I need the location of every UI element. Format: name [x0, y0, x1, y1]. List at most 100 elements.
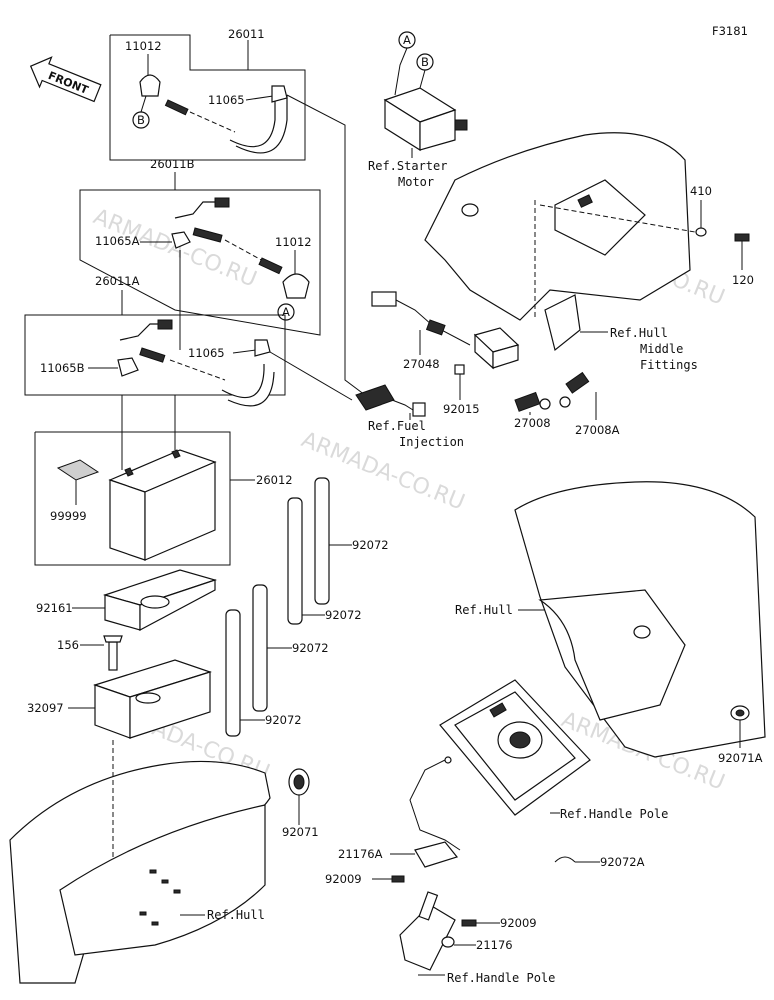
grommet-92071A-hole — [735, 709, 745, 717]
leader-b-2 — [419, 69, 426, 89]
figure-code: F3181 — [712, 24, 748, 38]
hull-bottom-left-group: 92071 Ref.Hull — [9, 740, 319, 984]
battery-front — [144, 461, 216, 561]
cable-26011B-end — [192, 227, 223, 243]
callout-a-1: A — [282, 305, 290, 319]
hull-middle-latch — [577, 194, 593, 208]
callout-a-2: A — [403, 33, 411, 47]
cable-26011B-end-2 — [258, 257, 283, 275]
group-box-26011A — [24, 290, 286, 396]
handle-pole-boss-hole — [509, 731, 531, 749]
label-32097: 32097 — [27, 701, 64, 715]
ref-hull-mid-line2: Middle — [640, 342, 683, 356]
hull-slot-2 — [161, 879, 169, 884]
connector-26011B — [214, 197, 230, 208]
leader-11065 — [245, 95, 274, 101]
tray-plate-92161-front — [139, 579, 216, 631]
hull-middle-fittings-group: Ref.Hull Middle Fittings 410 120 — [424, 132, 754, 372]
grommet-92071-hole — [293, 774, 305, 790]
connector-26011A — [157, 319, 173, 330]
key-27008 — [514, 391, 541, 412]
label-26011A: 26011A — [95, 274, 140, 288]
label-11065: 11065 — [208, 93, 245, 107]
cable-end-top — [164, 99, 189, 116]
clip-92015 — [454, 364, 465, 375]
label-92071A: 92071A — [718, 751, 763, 765]
label-92009-b: 92009 — [500, 916, 537, 930]
ref-starter-line2: Motor — [398, 175, 434, 189]
label-11012-top: 11012 — [125, 39, 162, 53]
bolt-156 — [108, 641, 118, 671]
cable-26011B-lead — [174, 201, 218, 219]
label-410: 410 — [690, 184, 712, 198]
harness-27048-wire — [395, 299, 471, 346]
label-26011: 26011 — [228, 27, 265, 41]
hull-right-inner — [538, 589, 686, 721]
label-27008: 27008 — [514, 416, 551, 430]
clip-92072A — [554, 856, 576, 863]
label-156: 156 — [57, 638, 79, 652]
starter-motor-group: A B Ref.Starter Motor — [368, 31, 468, 189]
fuel-injection-plug — [412, 402, 426, 417]
hull-slot-3 — [173, 889, 181, 894]
relay-27048-front — [492, 344, 519, 369]
wire-11065-to-fuel — [269, 351, 353, 401]
label-27048: 27048 — [403, 357, 440, 371]
battery-terminal-pos — [171, 449, 181, 459]
fuel-injection-wire — [391, 399, 414, 411]
label-92071: 92071 — [282, 825, 319, 839]
label-92072-d: 92072 — [265, 713, 302, 727]
connector-27048 — [371, 291, 397, 307]
group-box-26012 — [34, 431, 231, 566]
ref-starter-line1: Ref.Starter — [368, 159, 447, 173]
group-box-26011 — [109, 34, 306, 161]
callout-b-2: B — [421, 55, 429, 69]
hull-middle-hole — [461, 203, 479, 217]
cable-dash-top — [189, 111, 236, 133]
strap-92072-4 — [225, 609, 241, 737]
label-120: 120 — [732, 273, 754, 287]
fuel-injection-connector — [355, 384, 395, 411]
ref-hull-right: Ref.Hull — [455, 603, 513, 617]
handle-pole-stud — [418, 891, 439, 921]
terminal-boot-11065-lower — [254, 339, 271, 357]
leader-b-1 — [140, 95, 147, 113]
hull-slot-4 — [139, 911, 147, 916]
label-92072A: 92072A — [600, 855, 645, 869]
label-92072-b: 92072 — [325, 608, 362, 622]
sticker-99999 — [56, 459, 100, 481]
label-21176: 21176 — [476, 938, 513, 952]
label-11065-lower: 11065 — [188, 346, 225, 360]
cable-26011A-group: 26011A 11065B 11065 — [24, 274, 353, 407]
front-arrow: FRONT — [29, 56, 102, 103]
harness-group: 27048 92015 27008 27008A — [371, 291, 620, 437]
key-27008-ring — [539, 398, 551, 410]
label-92009-a: 92009 — [325, 872, 362, 886]
harness-27048-sleeve — [425, 319, 446, 336]
cable-26011A-lead — [119, 323, 164, 341]
key-27008A-ring — [559, 396, 571, 408]
hull-middle-opening — [554, 179, 646, 256]
tray-32097-front — [129, 671, 211, 739]
hull-middle-bracket — [544, 294, 581, 352]
terminal-cap-11012-mid — [282, 273, 310, 299]
label-11065B: 11065B — [40, 361, 85, 375]
front-arrow-icon — [29, 56, 102, 103]
ref-fuel-line2: Injection — [399, 435, 464, 449]
tray-32097-hole — [135, 692, 161, 704]
strap-92072-1 — [287, 497, 303, 625]
screw-92009-a — [391, 875, 405, 883]
label-27008A: 27008A — [575, 423, 620, 437]
ref-hull-mid-line1: Ref.Hull — [610, 326, 668, 340]
key-27008A — [565, 371, 590, 394]
leader-11065-lower — [232, 349, 257, 354]
cable-dash-26011A — [169, 359, 226, 381]
callout-a-circle-1 — [277, 303, 295, 321]
hull-slot-1 — [149, 869, 157, 874]
label-11065A: 11065A — [95, 234, 140, 248]
starter-shaft — [454, 119, 468, 131]
holder-21176 — [441, 936, 455, 948]
hull-right-group: Ref.Hull 92071A — [455, 481, 766, 765]
ref-handle-pole-2: Ref.Handle Pole — [447, 971, 555, 985]
